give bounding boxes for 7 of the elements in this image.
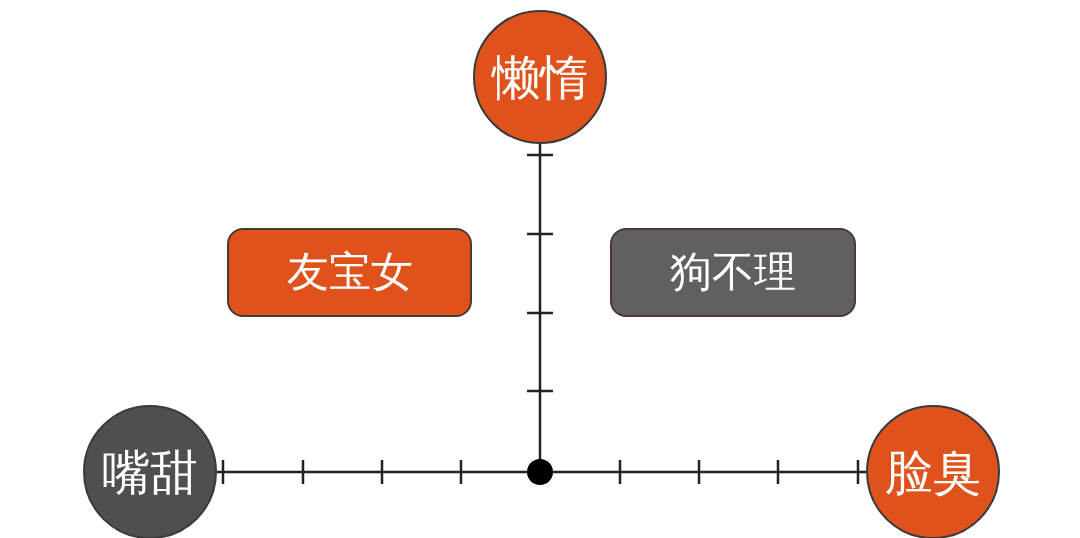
circle-label: 脸臭: [885, 445, 981, 499]
circle-label: 懒惰: [492, 50, 588, 104]
quadrant-label: 友宝女: [286, 249, 413, 296]
quadrant-card: [227, 228, 472, 317]
quadrant-card: [610, 228, 856, 317]
circle-label: 嘴甜: [102, 445, 198, 499]
quadrant-label: 狗不理: [670, 249, 796, 296]
